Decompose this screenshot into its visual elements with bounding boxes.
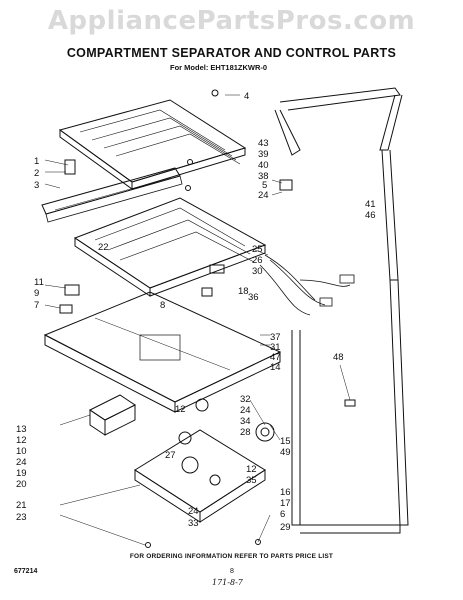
callout: 28: [240, 427, 251, 438]
callout: 14: [270, 362, 281, 373]
callout: 33: [188, 518, 199, 529]
callout: 19: [16, 468, 27, 479]
callout: 11: [34, 277, 44, 288]
middle-separator-panel: [73, 197, 267, 297]
callout: 18: [238, 286, 249, 297]
callout: 13: [16, 424, 27, 435]
door-trim-right: [274, 87, 409, 534]
ordering-note: FOR ORDERING INFORMATION REFER TO PARTS …: [129, 553, 334, 560]
callout: 40: [258, 160, 269, 171]
control-housing: [134, 429, 266, 523]
leader-lines: [44, 94, 351, 546]
front-rail: [41, 167, 183, 223]
callout: 24: [188, 506, 199, 517]
callout: 26: [252, 255, 263, 266]
page-title: COMPARTMENT SEPARATOR AND CONTROL PARTS: [66, 46, 397, 60]
callout: 2: [34, 168, 39, 179]
wiring-harness: [259, 254, 355, 316]
callout: 48: [333, 352, 344, 363]
callout: 27: [165, 450, 176, 461]
callout: 34: [240, 416, 251, 427]
callout: 21: [16, 500, 27, 511]
callout: 49: [280, 447, 291, 458]
callout: 30: [252, 266, 263, 277]
callout: 12: [175, 404, 186, 415]
callout: 16: [280, 487, 291, 498]
handwritten-note: 171-8-7: [212, 578, 243, 587]
drawing-code: 677214: [14, 568, 38, 575]
top-separator-panel: [58, 99, 247, 190]
callout: 7: [34, 300, 39, 311]
thermostat-block: [89, 394, 136, 436]
callout: 38: [258, 171, 269, 182]
callout: 43: [258, 138, 269, 149]
callout: 5: [262, 180, 267, 191]
callout: 32: [240, 394, 251, 405]
callout: 36: [248, 292, 259, 303]
callout: 24: [258, 190, 269, 201]
model-subtitle: For Model: EHT181ZKWR-0: [170, 63, 268, 72]
callout: 4: [244, 91, 249, 102]
callout: 22: [98, 242, 109, 253]
page-number: 8: [230, 568, 234, 575]
lower-control-tray: [43, 291, 282, 413]
callout: 37: [270, 332, 281, 343]
callout: 31: [270, 342, 281, 353]
callout: 24: [16, 457, 27, 468]
callout: 24: [240, 405, 251, 416]
control-knobs: [178, 398, 275, 445]
callout: 39: [258, 149, 269, 160]
callout: 9: [34, 288, 39, 299]
callout: 46: [365, 210, 376, 221]
callout: 47: [270, 352, 281, 363]
callout: 23: [16, 512, 27, 523]
callout: 12: [16, 435, 27, 446]
callout: 35: [246, 475, 257, 486]
callout: 1: [34, 156, 39, 167]
callout: 6: [280, 509, 285, 520]
callout: 25: [252, 244, 263, 255]
callout-labels: 4 1 2 3 43 39 40 38 5 24 41 46 22 25 26 …: [16, 91, 376, 533]
callout: 41: [365, 199, 376, 210]
callout: 3: [34, 180, 39, 191]
callout: 20: [16, 479, 27, 490]
callout: 17: [280, 498, 291, 509]
callout: 15: [280, 436, 291, 447]
callout: 10: [16, 446, 27, 457]
callout: 12: [246, 464, 257, 475]
small-fasteners: [59, 89, 356, 548]
callout: 29: [280, 522, 291, 533]
callout: 8: [160, 300, 165, 311]
watermark: AppliancePartsPros.com: [47, 6, 416, 36]
